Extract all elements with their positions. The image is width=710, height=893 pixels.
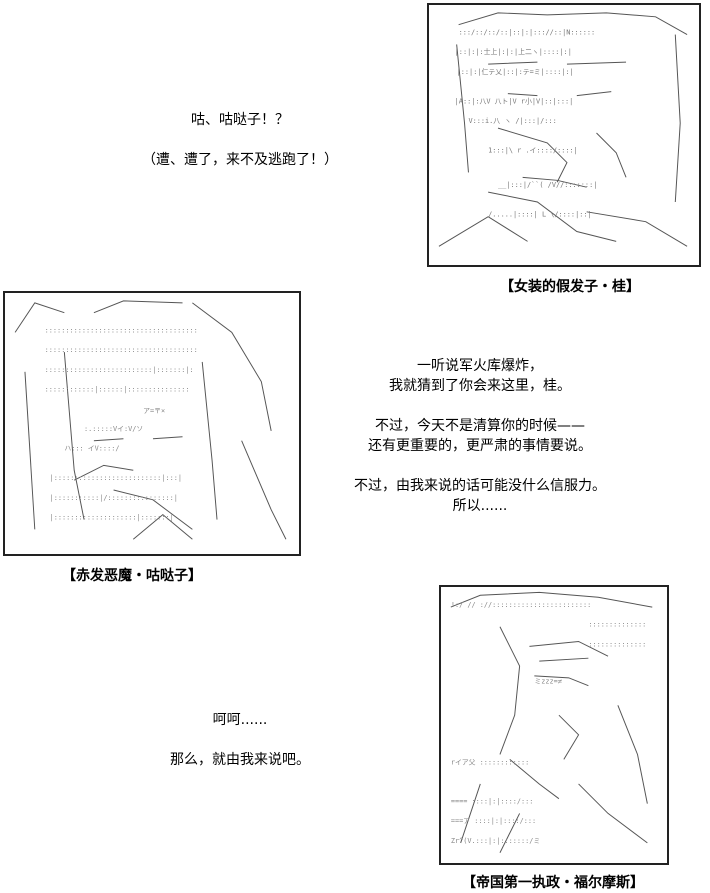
svg-text:|::::::::::::::::::::|:::::::|: |::::::::::::::::::::|:::::::| xyxy=(50,514,174,522)
svg-text:rイア父 ::::::::::::: rイア父 :::::::::::: xyxy=(451,758,529,766)
dialog-gutako-surprise: 咕、咕哒子！？ （遭、遭了，来不及逃跑了！） xyxy=(110,110,370,170)
svg-text:Zr^(V.:::|:|:::::::/ミ: Zr^(V.:::|:|:::::::/ミ xyxy=(451,837,540,845)
svg-text:ミzzz=≠: ミzzz=≠ xyxy=(534,678,562,686)
svg-text:::::::::::::::::::::::::::::::: ::::::::::::::::::::::::::::::::::::: xyxy=(45,326,198,334)
svg-text:==== ::::|:|::::/:::: ==== ::::|:|::::/::: xyxy=(451,798,534,806)
dialog-line: 呵呵...... xyxy=(212,712,268,728)
katsura-ascii-art: :::/::/::/::|::|:|::://::|N:::::: |::|:|… xyxy=(438,12,688,247)
dialog-line: 咕、咕哒子！？ xyxy=(191,112,289,128)
svg-text::.:::::Vイ:V/ソ: :.:::::Vイ:V/ソ xyxy=(84,425,143,433)
svg-text:::::::::::::::: :::::::::::::: xyxy=(588,621,646,629)
svg-text:ア=〒×: ア=〒× xyxy=(143,407,165,415)
svg-text:/.....|::::| L \/::::|::|: /.....|::::| L \/::::|::| xyxy=(488,211,591,219)
svg-text:!:/ // ://::::::::::::::::::::: !:/ // ://:::::::::::::::::::::::: xyxy=(451,601,591,609)
svg-text:__|:::|/``( /V//:::::::|: __|:::|/``( /V//:::::::| xyxy=(498,181,597,189)
svg-text:|::|:|:士上|:|:|上二ヽ|::::|:|: |::|:|:士上|:|:|上二ヽ|::::|:| xyxy=(455,47,572,56)
svg-text:V:::i.八 ヽ /|:::|/:::: V:::i.八 ヽ /|:::|/::: xyxy=(468,117,556,125)
svg-text:|A::|:八V 八ト|V r小|V|::|:::|: |A::|:八V 八ト|V r小|V|::|:::| xyxy=(455,96,574,105)
holmes-caption: 【帝国第一执政・福尔摩斯】 xyxy=(462,875,644,891)
dialog-line: 还有更重要的，更严肃的事情要说。 xyxy=(368,438,592,454)
svg-text:::::::::::::|::::::|::::::::::: ::::::::::::|::::::|::::::::::::::: xyxy=(45,385,190,393)
gutako-caption: 【赤发恶魔・咕哒子】 xyxy=(62,568,202,584)
dialog-line: 那么，就由我来说吧。 xyxy=(170,752,310,768)
svg-text:1:::|\ r .イ::::/::::|: 1:::|\ r .イ::::/::::| xyxy=(488,147,578,155)
svg-text:|:::::::::::|/::::::::::::::::: |:::::::::::|/::::::::::::::::| xyxy=(50,494,178,502)
dialog-line: 我就猜到了你会来这里，桂。 xyxy=(389,378,571,394)
svg-text:::::::::::::::::::::::::::|:::: ::::::::::::::::::::::::::|:::::::|: xyxy=(45,366,194,374)
katsura-caption: 【女装的假发子・桂】 xyxy=(500,279,640,295)
dialog-holmes-warning: 一听说军火库爆炸， 我就猜到了你会来这里，桂。 不过，今天不是清算你的时候—— … xyxy=(330,356,630,516)
gutako-art-panel: ::::::::::::::::::::::::::::::::::::: ::… xyxy=(3,291,301,556)
dialog-line: 一听说军火库爆炸， xyxy=(417,358,543,374)
gutako-ascii-art: ::::::::::::::::::::::::::::::::::::: ::… xyxy=(14,300,287,540)
svg-text:::::::::::::::::::::::::::::::: ::::::::::::::::::::::::::::::::::::: xyxy=(45,346,198,354)
katsura-art-panel: :::/::/::/::|::|:|::://::|N:::::: |::|:|… xyxy=(427,3,701,267)
svg-text:===ア ::::|:|::::/:::: ===ア ::::|:|::::/::: xyxy=(451,817,536,825)
svg-text:|::|:|仁テ乂|::|:テ=ミ|::::|:|: |::|:|仁テ乂|::|:テ=ミ|::::|:| xyxy=(457,67,574,76)
dialog-line: （遭、遭了，来不及逃跑了！） xyxy=(142,152,338,168)
dialog-line: 所以...... xyxy=(452,498,508,514)
svg-text:|::::::::::::::::::::::::::|::: |::::::::::::::::::::::::::|:::| xyxy=(50,474,182,482)
svg-text:ハ::: イV::::/: ハ::: イV::::/ xyxy=(64,445,119,453)
dialog-line: 不过，由我来说的话可能没什么信服力。 xyxy=(354,478,606,494)
holmes-ascii-art: !:/ // ://:::::::::::::::::::::::: :::::… xyxy=(450,591,653,853)
svg-text::::/::/::/::|::|:|::://::|N:::: :::/::/::/::|::|:|::://::|N:::::: xyxy=(459,29,596,37)
dialog-holmes-reply: 呵呵...... 那么，就由我来说吧。 xyxy=(140,710,340,770)
holmes-art-panel: !:/ // ://:::::::::::::::::::::::: :::::… xyxy=(439,585,669,865)
dialog-line: 不过，今天不是清算你的时候—— xyxy=(375,418,585,434)
svg-text:::::::::::::::: :::::::::::::: xyxy=(588,640,646,648)
